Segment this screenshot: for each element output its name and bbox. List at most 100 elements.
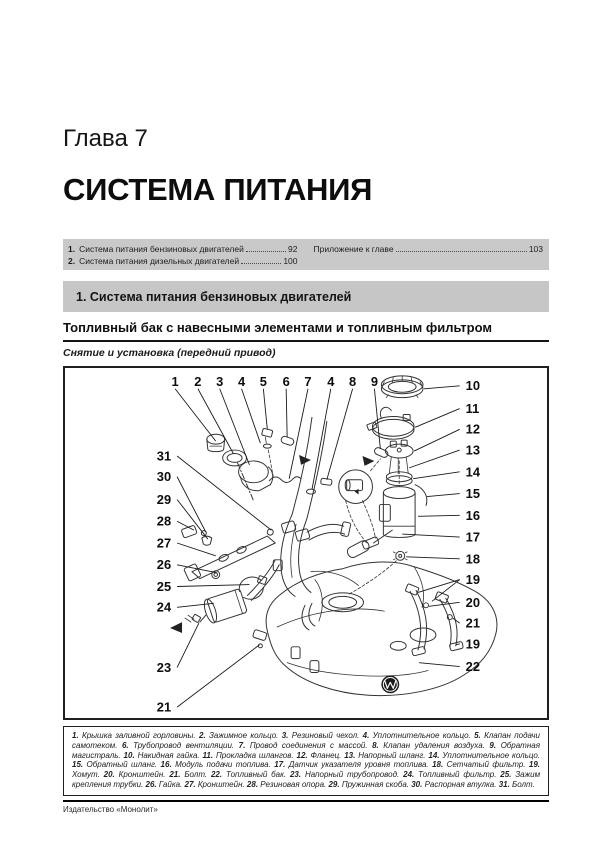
vw-emblem-icon <box>381 675 400 694</box>
callout-leader-line <box>413 471 460 480</box>
callout-leader-line <box>408 449 460 469</box>
mounting-bracket <box>181 525 276 582</box>
callout-number-19: 19 <box>466 636 480 651</box>
callout-leader-line <box>431 579 461 602</box>
callout-number-11: 11 <box>466 401 480 416</box>
callout-leader-line <box>176 520 195 531</box>
callout-number-8: 8 <box>349 374 356 389</box>
callout-number-4: 4 <box>327 374 335 389</box>
callout-leader-line <box>414 408 460 428</box>
callout-number-18: 18 <box>466 551 480 566</box>
filler-cap <box>206 433 226 453</box>
callout-leader-line <box>428 601 460 607</box>
callout-number-28: 28 <box>157 514 171 529</box>
callout-leader-line <box>418 514 460 517</box>
callout-number-19: 19 <box>466 572 480 587</box>
subsection-subtitle: Снятие и установка (передний привод) <box>63 347 276 359</box>
page-title: СИСТЕМА ПИТАНИЯ <box>63 172 373 207</box>
callout-leader-line <box>419 662 460 668</box>
ground-wire <box>268 476 302 483</box>
gravity-valve <box>261 428 274 478</box>
toc-dots-leader <box>245 243 287 252</box>
callout-number-3: 3 <box>216 374 223 389</box>
toc-column-left: 1.Система питания бензиновых двигателей 9… <box>68 243 298 267</box>
subsection-heading: Топливный бак с навесными элементами и т… <box>63 320 549 342</box>
callout-number-17: 17 <box>466 530 480 545</box>
callout-leader-line <box>241 388 261 444</box>
direction-arrow-icon <box>299 455 311 465</box>
callout-leader-line <box>176 499 209 540</box>
callout-number-14: 14 <box>466 464 481 479</box>
figure-caption: 1. Крышка заливной горловины. 2. Зажимно… <box>63 726 549 796</box>
callout-leader-line <box>174 388 217 442</box>
toc-entry-page: 100 <box>283 256 298 266</box>
air-bleed-valve <box>320 477 333 486</box>
filler-neck <box>272 513 359 597</box>
callout-leader-line <box>219 388 250 466</box>
callout-number-5: 5 <box>260 374 267 389</box>
footer-rule <box>63 800 549 802</box>
callout-number-30: 30 <box>157 469 171 484</box>
chapter-label: Глава 7 <box>63 125 148 152</box>
footer-imprint: Издательство «Монолит» <box>63 805 158 814</box>
diagram-svg: 1234567489101112131415161718192021192231… <box>157 374 498 715</box>
fuel-tank-body <box>252 540 498 697</box>
callout-number-31: 31 <box>157 448 171 463</box>
toc-entry: Приложение к главе 103 <box>314 243 544 255</box>
callout-number-15: 15 <box>466 486 480 501</box>
toc-entry-title: Приложение к главе <box>313 244 394 254</box>
toc-entry-page: 92 <box>288 244 298 254</box>
toc-dots-leader <box>395 243 527 252</box>
callout-number-29: 29 <box>157 492 171 507</box>
toc-entry-title: Система питания бензиновых двигателей <box>79 244 244 254</box>
pump-module-stack <box>348 375 428 595</box>
callout-leader-line <box>373 388 381 450</box>
callout-leader-line <box>176 542 216 557</box>
callout-number-6: 6 <box>283 374 290 389</box>
callout-number-27: 27 <box>157 535 171 550</box>
callout-leader-line <box>455 643 460 646</box>
callout-leader-line <box>402 533 460 538</box>
callout-leader-line <box>176 564 217 574</box>
clamp-ring <box>222 449 247 467</box>
callout-leader-line <box>285 388 288 438</box>
callout-number-26: 26 <box>157 557 171 572</box>
direction-arrow-icon <box>170 622 183 633</box>
callout-leader-line <box>426 493 460 497</box>
callout-number-13: 13 <box>466 443 480 458</box>
callout-leader-line <box>452 617 460 624</box>
callout-number-23: 23 <box>157 660 171 675</box>
callout-number-21: 21 <box>466 616 480 631</box>
callout-number-1: 1 <box>172 374 179 389</box>
callout-leader-line <box>177 584 250 587</box>
toc-entry-number: 1. <box>68 244 76 254</box>
callout-leader-line <box>288 388 309 479</box>
diagram-artwork <box>170 375 498 697</box>
callout-number-21: 21 <box>157 700 171 715</box>
magnified-detail <box>338 458 381 545</box>
toc-entry-number: 2. <box>68 256 76 266</box>
callout-leader-line <box>176 455 272 531</box>
callout-number-24: 24 <box>157 600 172 615</box>
section-heading: 1. Система питания бензиновых двигателей <box>76 289 352 304</box>
direction-arrow-icon <box>362 455 375 466</box>
section-heading-bar: 1. Система питания бензиновых двигателей <box>63 281 549 312</box>
rubber-boot <box>237 460 274 501</box>
callout-number-20: 20 <box>466 595 480 610</box>
callout-leader-line <box>423 385 460 390</box>
filler-pipe <box>291 416 328 519</box>
callout-number-10: 10 <box>466 378 480 393</box>
callout-number-2: 2 <box>194 374 201 389</box>
toc-entry: 1.Система питания бензиновых двигателей 9… <box>68 243 298 255</box>
callout-leader-line <box>262 388 268 430</box>
callout-leader-line <box>176 622 200 668</box>
callout-number-25: 25 <box>157 579 171 594</box>
callout-leader-line <box>177 602 214 608</box>
table-of-contents: 1.Система питания бензиновых двигателей 9… <box>63 239 549 270</box>
callout-leader-line <box>406 556 460 560</box>
toc-entry-page: 103 <box>528 244 543 254</box>
